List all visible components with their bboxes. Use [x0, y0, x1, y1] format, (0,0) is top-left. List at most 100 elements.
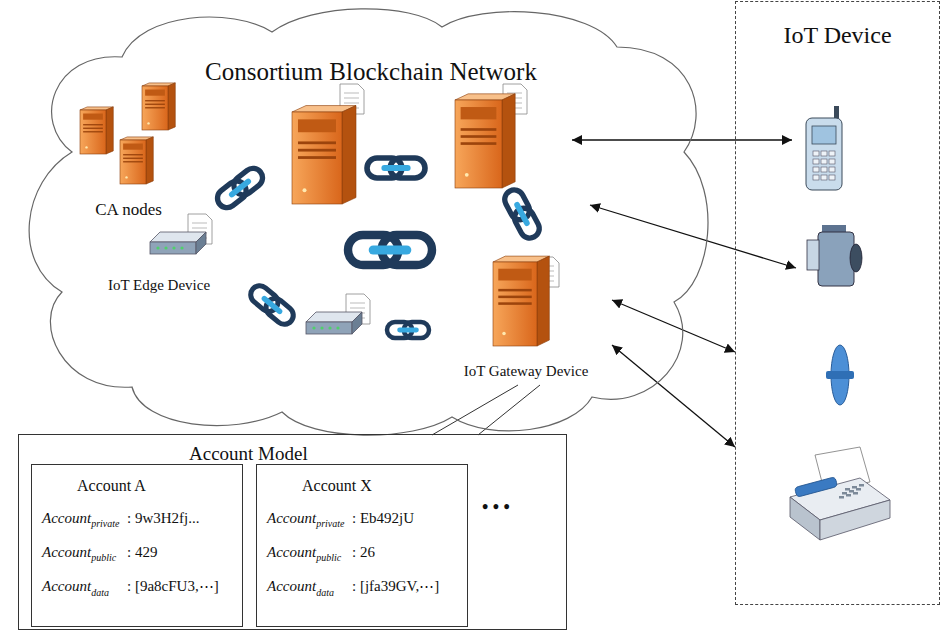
chain-link [511, 205, 542, 241]
ellipsis-label: • • • [482, 497, 510, 518]
network-cloud: CA nodesIoT Edge Device IoT Gateway Devic… [12, 2, 712, 442]
vent-slot [461, 135, 497, 138]
label-anchor: • • • [482, 497, 510, 518]
router-icon [150, 232, 206, 254]
fax-key [839, 496, 844, 499]
phone-key [829, 151, 835, 156]
field-subscript: data [91, 587, 109, 598]
device-node: IoT Gateway Device [440, 252, 612, 382]
field-name: Account [267, 510, 316, 526]
chain-link-icon [387, 322, 429, 338]
power-light [502, 332, 506, 336]
fax-machine-icon [790, 447, 890, 540]
callout-tail [478, 385, 540, 435]
vent-slot [298, 156, 336, 159]
camera-body [818, 232, 854, 286]
phone-key [821, 159, 827, 164]
chain-bar [384, 165, 407, 171]
power-light [125, 176, 127, 178]
field-name: Account [267, 578, 316, 594]
account-field: Accountprivate: Eb492jU [267, 509, 467, 529]
field-value: : 429 [127, 544, 157, 561]
account-title: Account X [302, 477, 372, 495]
fax-front [790, 497, 820, 540]
status-light [320, 326, 323, 329]
drive-bay [461, 107, 497, 119]
server-icon [80, 107, 113, 154]
account-field: Accountdata: [9a8cFU3,⋯] [42, 577, 242, 597]
vent-slot [298, 141, 336, 144]
sensor-icon [826, 345, 854, 405]
node-group: CA nodes [66, 76, 191, 222]
server-side [502, 94, 515, 188]
chain-link-icon [348, 235, 432, 265]
account-field: Accountpublic: 26 [267, 543, 467, 563]
node-label: CA nodes [95, 200, 162, 220]
vent-slot [298, 149, 336, 152]
router-front [306, 322, 352, 334]
field-key: Accountprivate [42, 509, 127, 529]
field-value: : [jfa39GV,⋯] [352, 577, 439, 595]
server-front [455, 100, 502, 188]
status-light [156, 246, 159, 249]
vent-slot [83, 128, 103, 129]
text-line [344, 93, 359, 94]
server-side [106, 107, 113, 154]
router-side [196, 232, 206, 254]
router-icon [306, 312, 362, 334]
chain-bar [517, 205, 527, 223]
chain-bar [373, 246, 407, 255]
account-box: Account XAccountprivate: Eb492jUAccountp… [256, 464, 468, 627]
box-title: IoT Device [783, 22, 891, 49]
vent-slot [461, 142, 497, 145]
power-light [465, 173, 469, 177]
box-title: Consortium Blockchain Network [205, 58, 537, 86]
field-key: Accountprivate [267, 509, 352, 529]
vent-slot [145, 104, 165, 105]
node-label: IoT Edge Device [108, 277, 210, 294]
chain-bar [264, 299, 279, 312]
field-key: Accountpublic [42, 543, 127, 563]
field-subscript: data [316, 587, 334, 598]
server-icon [142, 83, 175, 130]
account-model-box: Account AAccountprivate: 9w3H2fj...Accou… [18, 434, 567, 630]
phone-key [813, 167, 819, 172]
phone-key [821, 151, 827, 156]
phone-key [813, 175, 819, 180]
server-side [146, 137, 153, 184]
vent-slot [498, 289, 531, 292]
vent-slot [123, 154, 143, 155]
drive-bay [498, 269, 531, 281]
field-key: Accountdata [42, 577, 127, 597]
cloud-shape [29, 9, 708, 435]
chain-link-icon [214, 165, 267, 212]
link-arrow [590, 205, 796, 268]
text-line [350, 308, 365, 309]
chain-bar [232, 182, 248, 195]
fax-key [853, 492, 858, 495]
phone-key [813, 159, 819, 164]
account-field: Accountdata : [jfa39GV,⋯] [267, 577, 467, 597]
account-field: Accountpublic: 429 [42, 543, 242, 563]
text-line [192, 223, 207, 224]
device-node: IoT Edge Device [74, 222, 244, 296]
drive-bay [145, 90, 165, 96]
camera-screen [807, 240, 819, 270]
fax-key [846, 494, 851, 497]
fax-side [820, 500, 890, 540]
server-side [342, 106, 356, 204]
vent-slot [83, 124, 103, 125]
camera-lens [850, 244, 862, 272]
mobile-phone-icon [806, 106, 842, 190]
field-name: Account [267, 544, 316, 560]
chain-link [262, 295, 297, 328]
server-side [168, 83, 175, 130]
account-title: Account A [77, 477, 146, 495]
server-front [493, 262, 537, 346]
power-light [147, 122, 149, 124]
phone-key [821, 167, 827, 172]
phone-key [829, 159, 835, 164]
